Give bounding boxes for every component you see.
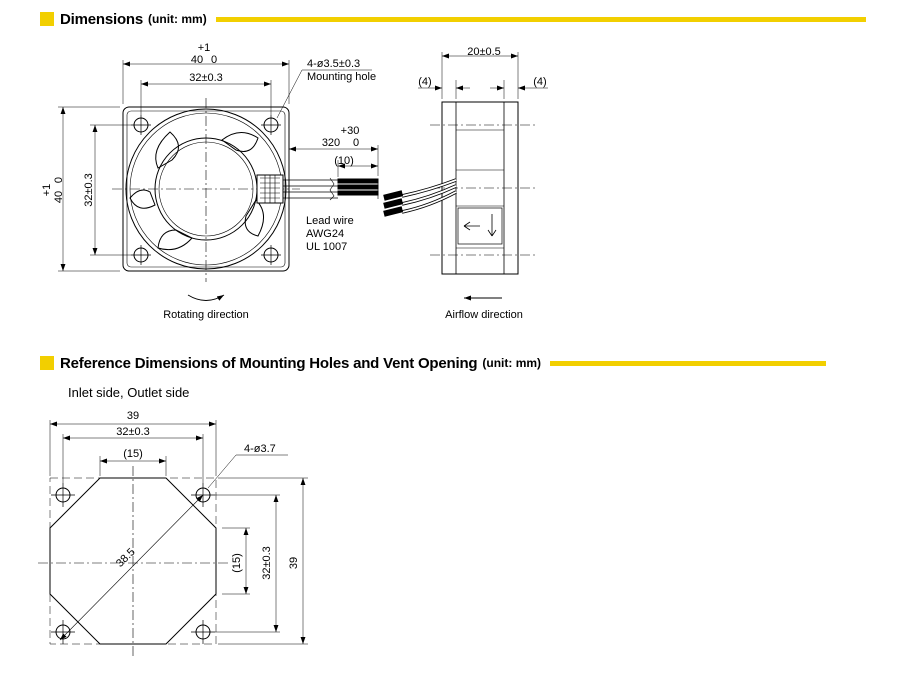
section-marker [40,356,54,370]
ref-hole-pitch: 32±0.3 [116,426,150,438]
airflow-direction-caption: Airflow direction [445,309,523,321]
dim-width-zero: 0 [211,54,217,66]
lead-wire-line-1: Lead wire [306,215,354,227]
fan-blades [129,131,264,251]
rotating-direction-arrow [187,294,225,301]
ref-hole-spec: 4-ø3.7 [244,443,276,455]
section-header-dimensions: Dimensions (unit: mm) [40,9,890,29]
dim-flange-right: (4) [533,76,546,88]
section-rule [215,16,866,22]
ref-width-total: 39 [127,410,139,422]
mounting-holes [131,115,281,265]
section-rule [550,360,827,366]
ref-height-total: 39 [288,557,300,569]
hole-label: Mounting hole [307,71,376,83]
dim-lead-zero: 0 [353,137,359,149]
dim-flange-left: (4) [418,76,431,88]
section-title: Reference Dimensions of Mounting Holes a… [60,354,478,372]
lead-wires [283,177,379,201]
lead-wire-line-3: UL 1007 [306,241,347,253]
ref-vent-height: (15) [231,553,243,573]
dim-height-zero: 0 [53,177,65,183]
vent-opening [49,477,217,645]
dim-width-value: 40 [191,54,203,66]
dim-strip-length: (10) [334,155,354,167]
front-view [58,60,379,301]
lead-wires-side [383,178,457,217]
dim-lead-value: 320 [322,137,340,149]
section-unit: (unit: mm) [148,12,207,26]
rotating-direction-caption: Rotating direction [163,309,249,321]
ref-height-pitch: 32±0.3 [261,546,273,580]
dim-height-value: 40 [53,191,65,203]
lead-wire-line-2: AWG24 [306,228,344,240]
dim-lead-tol: +30 [341,125,360,137]
section-title: Dimensions [60,10,144,28]
side-view [383,52,548,301]
dim-hole-pitch: 32±0.3 [189,72,223,84]
section-header-reference: Reference Dimensions of Mounting Holes a… [40,353,890,373]
ref-diagonal: 38.5 [114,546,138,570]
reference-view [38,420,308,656]
ref-vent-width: (15) [123,448,143,460]
dim-depth: 20±0.5 [467,46,501,58]
dim-height-tol: +1 [41,184,53,197]
section-marker [40,12,54,26]
dim-height-pitch: 32±0.3 [83,173,95,207]
dim-width-tol: +1 [198,42,211,54]
hole-spec: 4-ø3.5±0.3 [307,58,360,70]
reference-subtitle: Inlet side, Outlet side [68,385,189,400]
section-unit: (unit: mm) [482,356,542,370]
